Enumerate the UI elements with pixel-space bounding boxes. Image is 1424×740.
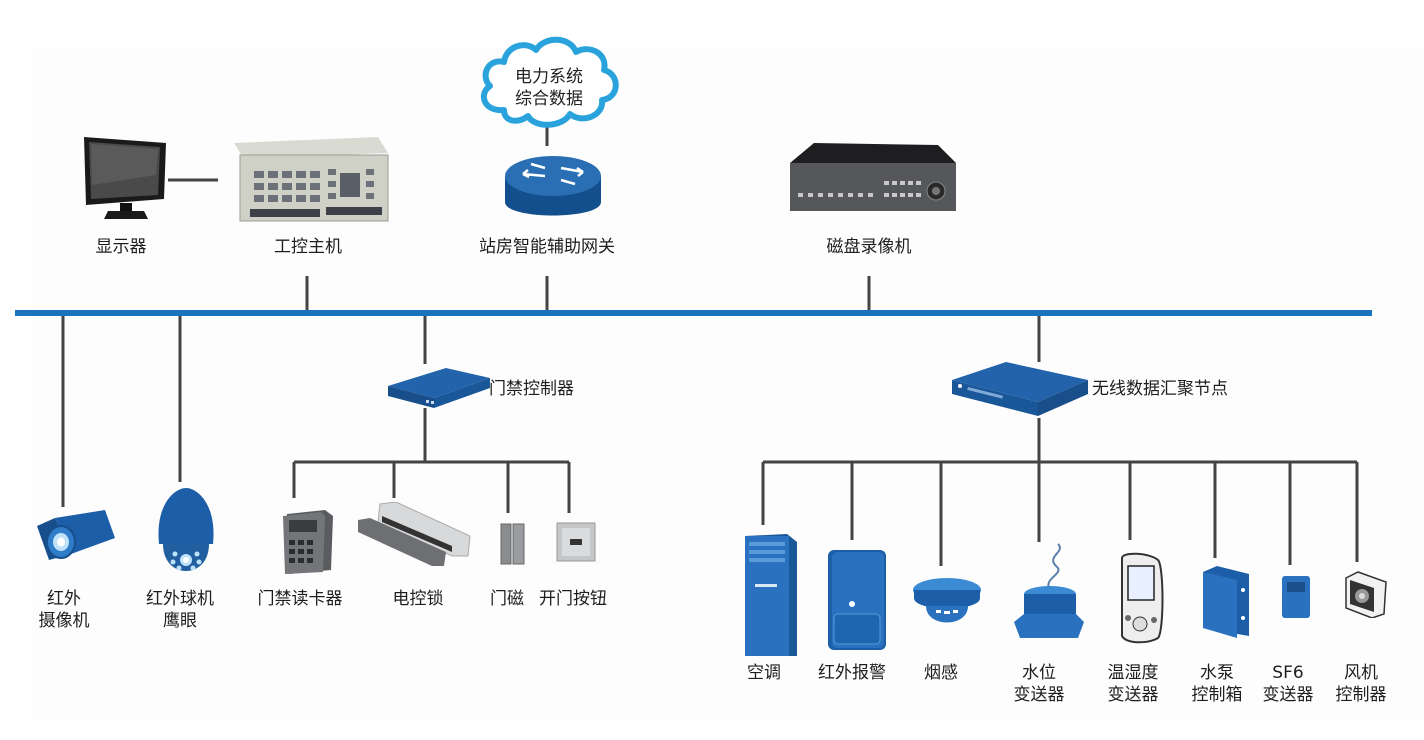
wireless-node-label: 无线数据汇聚节点	[1092, 379, 1228, 399]
exit-button-icon	[556, 522, 596, 562]
pump-control-label: 水泵 控制箱	[1191, 663, 1243, 705]
infrared-alarm-icon	[828, 550, 886, 650]
ipc-label: 工控主机	[274, 237, 342, 257]
smoke-detector-icon	[913, 578, 981, 623]
card-reader-icon	[283, 510, 333, 574]
sf6-sensor-icon	[1282, 576, 1310, 618]
aggregation-node-icon	[952, 362, 1088, 416]
infrared-alarm-label: 红外报警	[818, 663, 886, 683]
air-conditioner-icon	[745, 534, 797, 656]
cloud-label-line1: 电力系统	[515, 67, 583, 87]
cloud-label-line2: 综合数据	[515, 89, 583, 109]
camera1-label: 红外 摄像机	[38, 589, 90, 631]
monitor-label: 显示器	[95, 237, 147, 257]
smoke-detector-label: 烟感	[924, 663, 958, 683]
camera2-label: 红外球机 鹰眼	[146, 589, 214, 631]
sf6-label: SF6 变送器	[1262, 663, 1314, 705]
network-bus	[15, 310, 1372, 316]
card-reader-label: 门禁读卡器	[257, 589, 343, 609]
fan-controller-icon	[1345, 571, 1387, 618]
dome-camera-icon	[158, 488, 214, 571]
pump-control-box-icon	[1203, 566, 1249, 638]
controller-box-icon	[388, 368, 490, 408]
monitor-icon	[84, 137, 166, 219]
ac-label: 空调	[747, 663, 781, 683]
access-controller-label: 门禁控制器	[489, 379, 574, 399]
temp-humidity-sensor-icon	[1121, 552, 1164, 644]
door-sensor-label: 门磁	[490, 589, 524, 609]
magnetic-lock-label: 电控锁	[392, 589, 444, 609]
exit-button-label: 开门按钮	[539, 589, 607, 609]
magnetic-lock-icon	[358, 502, 471, 566]
bullet-camera-icon	[37, 510, 115, 560]
fan-controller-label: 风机 控制器	[1335, 663, 1387, 705]
nvr-label: 磁盘录像机	[826, 237, 912, 257]
door-sensor-icon	[500, 523, 525, 565]
disk-recorder-icon	[790, 143, 956, 211]
temp-humidity-label: 温湿度 变送器	[1107, 663, 1159, 705]
water-level-sensor-icon	[1014, 543, 1084, 638]
industrial-pc-icon	[234, 137, 389, 222]
cloud-label: 电力系统 综合数据	[515, 66, 583, 110]
gateway-label: 站房智能辅助网关	[479, 237, 615, 257]
water-level-label: 水位 变送器	[1013, 663, 1065, 705]
cloud-icon	[480, 36, 619, 128]
router-icon	[505, 156, 601, 216]
